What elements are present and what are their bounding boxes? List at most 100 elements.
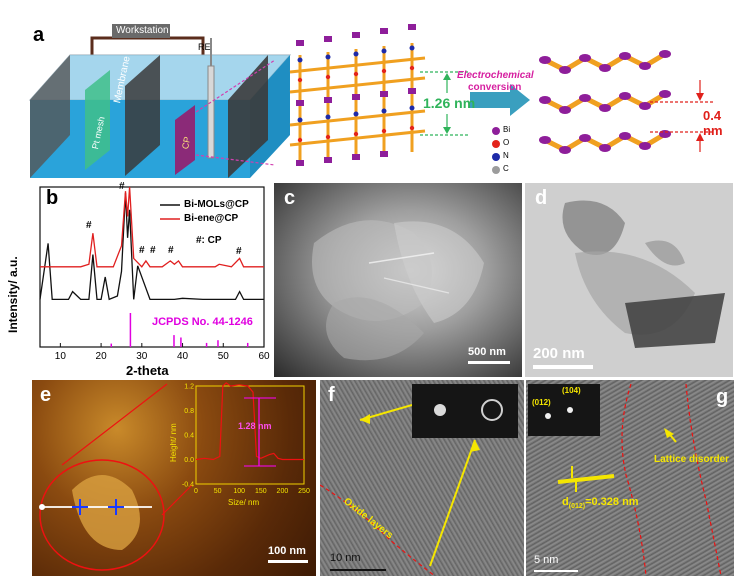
afm-y-tick-label: 0.4	[184, 433, 194, 440]
zoom-line	[195, 154, 276, 166]
xrd-x-tick-label: 30	[136, 351, 148, 362]
afm-y-tick-label: 0.8	[184, 408, 194, 415]
xrd-x-tick-label: 50	[218, 351, 230, 362]
afm-x-label: Size/ nm	[228, 498, 260, 507]
afm-x-tick-label: 0	[194, 488, 198, 495]
workstation-label: Workstation	[116, 25, 169, 36]
conversion-label-2: conversion	[468, 82, 522, 93]
afm-x-tick-label: 250	[298, 488, 310, 495]
hrtem-g-overlays	[528, 383, 722, 576]
afm-y-label: Height/ nm	[169, 423, 178, 462]
panel-letter-e: e	[40, 384, 52, 406]
conversion-label-1: Electrochemical	[457, 70, 534, 81]
legend-c: C	[503, 164, 509, 173]
afm-profile-line	[195, 382, 304, 461]
legend-bi: Bi	[503, 125, 511, 134]
d-spacing-plane: (012)	[568, 503, 586, 511]
d-spacing-symbol: d	[562, 496, 569, 508]
xrd-x-ticks: 10 20 30 40 50 60	[55, 343, 270, 362]
afm-features	[39, 383, 193, 571]
afm-y-tick-label: -0.4	[182, 482, 194, 489]
legend-c-atom	[492, 166, 500, 174]
xrd-series-bi-mols	[39, 192, 264, 301]
panel-letter-b: b	[46, 187, 59, 209]
xrd-x-tick-label: 60	[258, 351, 270, 362]
membrane	[125, 55, 160, 176]
panel-a: a	[0, 0, 737, 183]
lattice-disorder-label: Lattice disorder	[654, 454, 730, 465]
tem-scale-label: 200 nm	[533, 345, 585, 362]
mof-spacing-label: 1.26 nm	[423, 95, 476, 111]
fft-012-label: (012)	[532, 398, 551, 407]
sem-scale-label: 500 nm	[468, 346, 506, 358]
xrd-hash-1: #	[86, 220, 92, 231]
conversion-arrow	[470, 84, 530, 116]
panel-e-afm-image: e 100 nm 0 50 100 150 200 250 -0.4 0.0 0.4 0.8 1.2…	[32, 380, 316, 576]
xrd-jcpds-reference	[110, 313, 249, 347]
panel-letter-f: f	[328, 384, 335, 406]
afm-scale-bar	[268, 560, 308, 563]
xrd-legend-ene: Bi-ene@CP	[184, 213, 239, 224]
afm-y-tick-label: 0.0	[184, 457, 194, 464]
panel-c-sem-image: c 500 nm	[274, 183, 522, 377]
afm-x-tick-label: 200	[277, 488, 289, 495]
fft-104-label: (104)	[562, 386, 581, 395]
afm-x-tick-label: 100	[233, 488, 245, 495]
xrd-x-tick-label: 40	[177, 351, 189, 362]
xrd-hash-3: #	[139, 245, 145, 256]
afm-axis-ticks: 0 50 100 150 200 250 -0.4 0.0 0.4 0.8 1.2	[182, 384, 310, 496]
xrd-hash-5: #	[168, 245, 174, 256]
legend-n-atom	[492, 153, 500, 161]
xrd-cp-note: #: CP	[196, 235, 222, 246]
legend-o-atom	[492, 140, 500, 148]
panel-f-hrtem-image: f Oxide layers 10 nm	[320, 380, 524, 576]
workstation-box	[112, 24, 170, 38]
afm-x-tick-label: 150	[255, 488, 267, 495]
hrtem-f-overlays	[320, 384, 518, 576]
d-spacing-value: =0.328 nm	[585, 496, 639, 508]
panel-letter-c: c	[284, 187, 296, 209]
d-spacing-label: d(012)=0.328 nm	[562, 496, 639, 510]
afm-inset-annotation: 1.28 nm	[238, 421, 272, 431]
afm-y-tick-label: 1.2	[184, 384, 194, 391]
tem-scale-bar	[533, 365, 593, 369]
xrd-y-label: Intensity/ a.u.	[6, 256, 20, 333]
xrd-x-tick-label: 20	[96, 351, 108, 362]
hrtem-f-scale-bar	[330, 569, 386, 571]
xrd-hash-6: #	[236, 246, 242, 257]
afm-scale-label: 100 nm	[268, 545, 306, 557]
afm-inset-frame	[195, 385, 305, 485]
hrtem-g-scale-bar	[534, 570, 578, 572]
legend-o: O	[503, 138, 510, 147]
re-label: RE	[198, 42, 211, 52]
legend-n: N	[503, 151, 509, 160]
xrd-jcpds-label: JCPDS No. 44-1246	[152, 316, 253, 328]
zoom-line	[195, 59, 276, 113]
electrochemical-cell-diagram	[28, 24, 715, 178]
xrd-x-tick-label: 10	[55, 351, 67, 362]
reference-electrode	[207, 65, 215, 159]
panel-letter-g: g	[716, 386, 729, 408]
mof-framework	[289, 24, 426, 166]
tank-right-wall	[228, 55, 268, 178]
sem-scale-bar	[468, 361, 510, 364]
tank-left-wall	[30, 55, 70, 178]
sem-flakes	[312, 220, 484, 361]
pt-mesh-electrode	[85, 70, 110, 170]
hrtem-f-scale-label: 10 nm	[330, 552, 361, 564]
panel-letter-a: a	[33, 24, 45, 46]
panel-b: 10 20 30 40 50 60 b Bi-MOLs@CP Bi-ene@CP #: C…	[0, 181, 272, 380]
hrtem-g-scale-label: 5 nm	[534, 554, 559, 566]
panel-letter-d: d	[535, 187, 548, 209]
panel-d-tem-image: d 200 nm	[525, 183, 733, 377]
xrd-hash-4: #	[150, 245, 156, 256]
xrd-legend-mols: Bi-MOLs@CP	[184, 199, 249, 210]
xrd-hash-2: #	[119, 181, 125, 192]
bi-spacing-label: 0.4 nm	[703, 108, 723, 138]
xrd-x-label: 2-theta	[126, 363, 169, 378]
tem-flakes	[562, 200, 725, 348]
afm-x-tick-label: 50	[214, 488, 222, 495]
xrd-series-bi-ene	[40, 186, 264, 268]
afm-height-profile: 0 50 100 150 200 250 -0.4 0.0 0.4 0.8 1.2	[182, 382, 310, 496]
xrd-chart: 10 20 30 40 50 60	[39, 186, 270, 362]
